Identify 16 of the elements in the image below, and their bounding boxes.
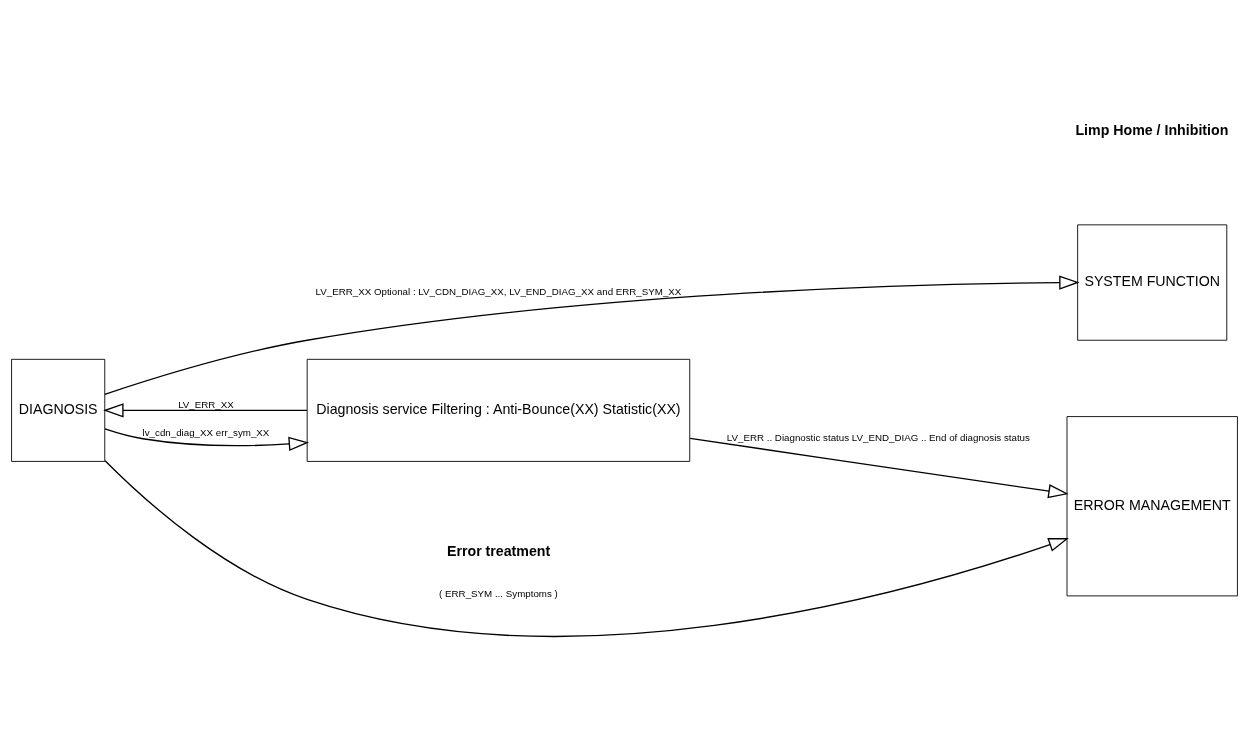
arrow <box>103 402 308 417</box>
node-box: SYSTEM FUNCTION <box>1077 223 1228 341</box>
edge-label: LV_ERR_XX <box>178 398 234 410</box>
label: Error treatment <box>446 542 551 559</box>
edge-label: LV_ERR_XX Optional : LV_CDN_DIAG_XX, LV_END_DIAG_XX and ERR_SYM_XX <box>315 285 682 297</box>
node-box: ERROR MANAGEMENT <box>1066 415 1238 596</box>
node-box: DIAGNOSIS <box>11 358 106 462</box>
label: Limp Home / Inhibition <box>1075 121 1229 138</box>
edge-label: lv_cdn_diag_XX err_sym_XX <box>142 426 270 438</box>
arrow <box>104 459 1069 637</box>
edge-label: ( ERR_SYM ... Symptoms ) <box>439 587 558 599</box>
arrow <box>689 437 1069 498</box>
arrow <box>104 427 310 451</box>
arrow <box>104 274 1080 395</box>
edge-label: LV_ERR .. Diagnostic status LV_END_DIAG .. End of diagnosis status <box>726 431 1030 443</box>
node-box: Diagnosis service Filtering : Anti-Bounce(XX) Statistic(XX) <box>306 358 691 462</box>
